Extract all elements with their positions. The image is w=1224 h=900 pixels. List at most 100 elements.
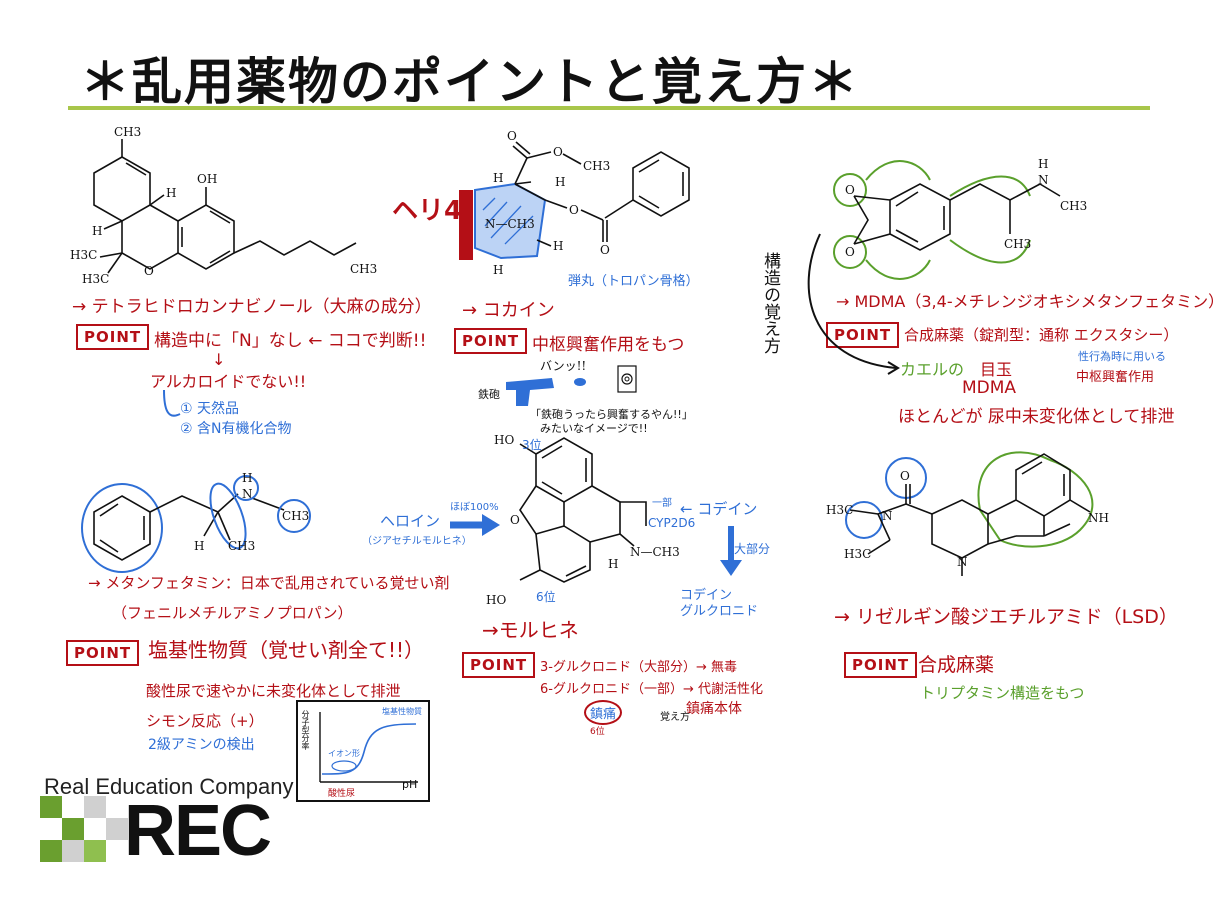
meth-detect: 2級アミンの検出 — [148, 737, 255, 753]
heroin-sub: （ジアセチルモルヒネ） — [362, 536, 472, 547]
lsd-structure: H3C H3C N O NH N — [826, 451, 1109, 576]
morphine-pos3: 3位 — [522, 438, 542, 452]
codeine-glu-2: グルクロニド — [680, 604, 759, 619]
heroin-almost: ほぼ100% — [450, 502, 499, 513]
thc-structure: CH3 OH H H H3C H3C O CH3 — [70, 125, 377, 286]
logo-square — [84, 796, 106, 818]
morphine-nch3-label: N—CH3 — [630, 545, 680, 559]
graph-acid-label: 酸性尿 — [328, 789, 356, 799]
thc-reason-bracket — [163, 389, 181, 417]
lsd-h3c-2-label: H3C — [844, 547, 871, 561]
thc-h3c-b-label: H3C — [82, 272, 109, 286]
cocaine-ch3-me-label: CH3 — [583, 159, 610, 173]
lsd-n2-label: N — [957, 555, 968, 569]
morphine-o-label: O — [510, 513, 520, 527]
morphine-point-label: POINT — [462, 652, 536, 678]
thc-oh-label: OH — [197, 172, 217, 186]
meth-n-label: N — [242, 487, 253, 501]
thc-ch3-tail-label: CH3 — [350, 262, 377, 276]
mdma-note-small: 性行為時に用いる — [1078, 350, 1166, 363]
thc-down-arrow: ↓ — [212, 350, 226, 369]
codeine-label: ← コデイン — [680, 500, 758, 518]
cocaine-h-bot-label: H — [493, 263, 503, 277]
thc-ch3-top-label: CH3 — [114, 125, 141, 139]
cocaine-tag: ヘリ4 — [392, 196, 463, 226]
morphine-pos6: 6位 — [536, 590, 556, 604]
cocaine-structure: O O CH3 H H N—CH3 O O H H — [459, 129, 690, 277]
logo-company: Real Education Company — [44, 774, 294, 799]
mdma-o2-label: O — [845, 245, 855, 259]
morphine-name: →モルヒネ — [482, 618, 579, 642]
meth-acidic-note: 酸性尿で速やかに未変化体として排泄 — [146, 682, 401, 700]
cocaine-bang: バンッ!! — [540, 359, 586, 373]
morphine-pain: 鎮痛 — [584, 700, 623, 725]
title-underline — [68, 106, 1150, 110]
morphine-structure: HO O N—CH3 H HO — [486, 433, 680, 607]
codeine-glu-1: コデイン — [680, 588, 733, 603]
graph-ion-label: イオン形 — [328, 749, 360, 758]
codeine-cyp: CYP2D6 — [648, 516, 696, 530]
logo-square — [40, 840, 62, 862]
cocaine-o-carb-label: O — [600, 243, 610, 257]
heroin-arrow-icon — [450, 514, 500, 536]
morphine-ho-top-label: HO — [494, 433, 514, 447]
morphine-remember: 覚え方 — [660, 712, 690, 723]
mdma-side-note: 構造の覚え方 — [760, 252, 780, 354]
gun-icon: バンッ!! — [506, 359, 637, 406]
thc-point-text: 構造中に「N」なし ← ココで判断!! — [154, 331, 427, 351]
meth-point-text: 塩基性物質（覚せい剤全て!!） — [148, 638, 425, 662]
cocaine-name: → コカイン — [462, 300, 555, 321]
meth-simon: シモン反応（+） — [146, 712, 264, 730]
lsd-h3c-1-label: H3C — [826, 503, 853, 517]
meth-structure: H N CH3 H CH3 — [81, 471, 311, 573]
thc-h3c-a-label: H3C — [70, 248, 97, 262]
codeine-majority: 大部分 — [734, 542, 771, 556]
cocaine-h-mid-label: H — [553, 239, 563, 253]
meth-h-n-label: H — [242, 471, 252, 485]
logo-square — [40, 796, 62, 818]
meth-ch3-c-label: CH3 — [228, 539, 255, 553]
cocaine-point-text: 中枢興奮作用をもつ — [532, 335, 685, 355]
graph-base-label: 塩基性物質 — [382, 707, 422, 716]
meth-chem-name: （フェニルメチルアミノプロパン） — [112, 604, 353, 622]
lsd-tryptamine: トリプタミン構造をもつ — [920, 684, 1085, 702]
lsd-o-label: O — [900, 469, 910, 483]
page-title: ＊乱用薬物のポイントと覚え方＊ — [80, 53, 860, 111]
mdma-nh-label: H — [1038, 157, 1048, 171]
morphine-h-label: H — [608, 557, 618, 571]
mdma-point-text: 合成麻薬（錠剤型：通称 エクスタシー） — [904, 326, 1179, 344]
morphine-line1: 3-グルクロニド（大部分）→ 無毒 — [540, 660, 737, 675]
cocaine-bullet-note: 弾丸（トロパン骨格） — [568, 274, 699, 289]
heroin-label: ヘロイン — [380, 512, 441, 530]
thc-alkaloid-note: アルカロイドでない!! — [150, 372, 307, 391]
logo-square — [106, 818, 128, 840]
mdma-cns-note: 中枢興奮作用 — [1076, 370, 1155, 385]
thc-name: → テトラヒドロカンナビノール（大麻の成分） — [72, 297, 432, 317]
logo-square — [84, 840, 106, 862]
lsd-name: → リゼルギン酸ジエチルアミド（LSD） — [834, 606, 1178, 628]
graph-y-label: 分子型分率 — [301, 710, 310, 750]
thc-point-label: POINT — [76, 324, 150, 350]
mdma-label: MDMA — [962, 378, 1017, 398]
meth-name: → メタンフェタミン：日本で乱用されている覚せい剤 — [88, 574, 450, 592]
cocaine-nch3-label: N—CH3 — [485, 217, 535, 231]
graph-x-label: pH — [402, 778, 418, 791]
cocaine-o-me-label: O — [553, 145, 563, 159]
codeine-part: 一部 — [652, 498, 672, 509]
logo-square — [62, 818, 84, 840]
cocaine-point-label: POINT — [454, 328, 528, 354]
codeine-down-arrow-icon — [720, 526, 742, 576]
mdma-o1-label: O — [845, 183, 855, 197]
logo-brand: REC — [124, 791, 272, 871]
lsd-n1-label: N — [882, 509, 893, 523]
mdma-ch3-n-label: CH3 — [1060, 199, 1087, 213]
thc-h2-label: H — [92, 224, 102, 238]
morphine-ho-bot-label: HO — [486, 593, 506, 607]
meth-point-label: POINT — [66, 640, 140, 666]
thc-reason-2: ② 含N有機化合物 — [180, 421, 292, 437]
logo-square — [62, 840, 84, 862]
thc-o-label: O — [144, 264, 154, 278]
meth-h-c-label: H — [194, 539, 204, 553]
morphine-line2: 6-グルクロニド（一部）→ 代謝活性化 — [540, 682, 763, 697]
meth-ch3-n-label: CH3 — [282, 509, 309, 523]
